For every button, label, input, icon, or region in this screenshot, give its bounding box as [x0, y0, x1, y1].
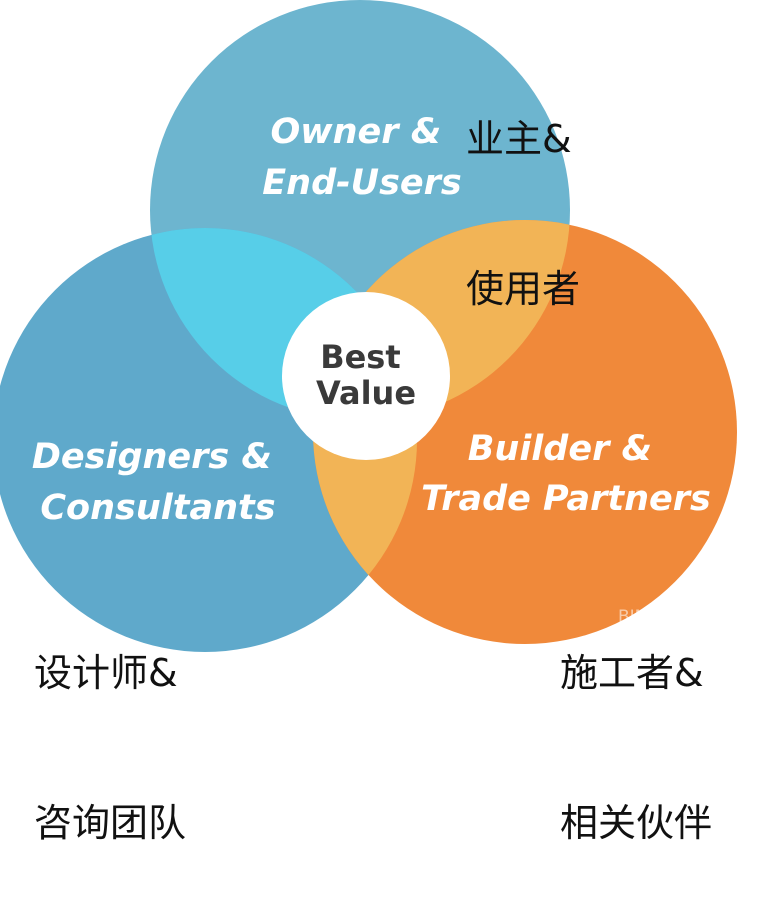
top-circle-label: Owner & End-Users — [262, 112, 462, 203]
cn-builders-line-1: 施工者& — [560, 651, 704, 695]
cn-owner-line-1: 业主& — [466, 117, 572, 161]
left-label-line-1: Designers & — [32, 437, 272, 477]
center-label-line-2: Value — [316, 374, 416, 412]
right-label-line-1: Builder & — [468, 429, 652, 469]
right-circle-label: Builder & Trade Partners — [421, 429, 711, 519]
cn-label-owner: 业主& 使用者 — [466, 14, 580, 364]
right-label-line-2: Trade Partners — [421, 479, 711, 519]
center-label: Best Value — [316, 338, 416, 412]
watermark: BIM学习网 — [618, 607, 701, 627]
top-label-line-1: Owner & — [271, 112, 442, 152]
cn-builders-line-2: 相关伙伴 — [560, 801, 713, 845]
cn-label-builders: 施工者& 相关伙伴 — [560, 548, 712, 898]
cn-label-designers: 设计师& 咨询团队 — [34, 548, 186, 898]
top-label-line-2: End-Users — [262, 163, 462, 203]
cn-designers-line-1: 设计师& — [34, 651, 178, 695]
left-circle-label: Designers & Consultants — [32, 437, 284, 528]
center-label-line-1: Best — [320, 338, 400, 376]
venn-diagram: Owner & End-Users Designers & Consultant… — [0, 0, 737, 652]
center-circle — [282, 292, 450, 460]
cn-owner-line-2: 使用者 — [466, 267, 581, 311]
left-label-line-2: Consultants — [40, 488, 275, 528]
cn-designers-line-2: 咨询团队 — [34, 801, 187, 845]
